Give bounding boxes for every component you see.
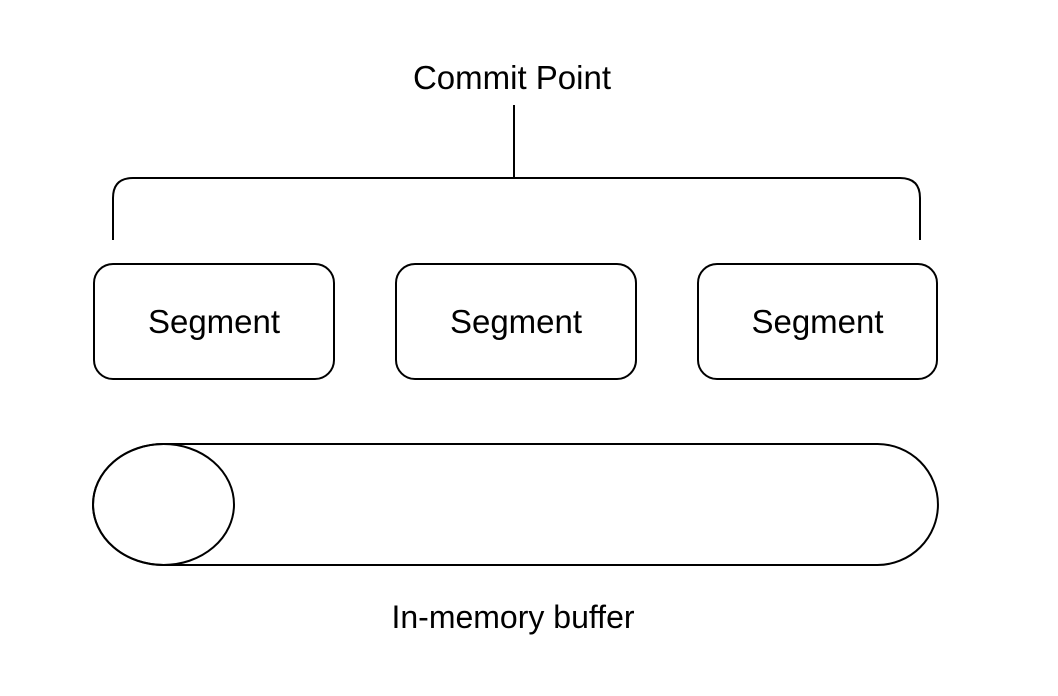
segment-label: Segment — [147, 302, 281, 340]
buffer-cylinder-body — [92, 443, 939, 566]
segment-box-3: Segment — [697, 263, 938, 380]
segment-box-2: Segment — [395, 263, 637, 380]
buffer-cylinder-endcap — [92, 443, 235, 566]
segments-bracket — [112, 177, 921, 240]
commit-point-label: Commit Point — [412, 59, 612, 96]
segment-label: Segment — [751, 302, 884, 340]
segment-box-1: Segment — [93, 263, 335, 380]
buffer-label: In-memory buffer — [391, 599, 635, 635]
segment-label: Segment — [449, 302, 583, 340]
